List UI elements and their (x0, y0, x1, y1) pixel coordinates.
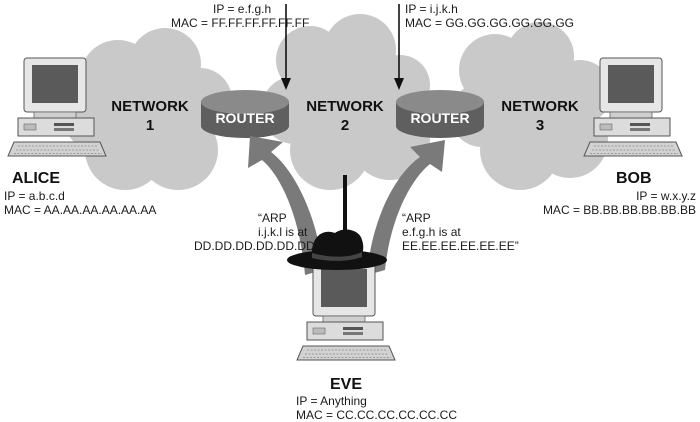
eve-ip: IP = Anything (296, 394, 367, 408)
arp-left-line1: “ARP (258, 211, 287, 225)
network-1-label: NETWORK (111, 98, 189, 115)
router-1: ROUTER (201, 90, 289, 138)
alice-mac: MAC = AA.AA.AA.AA.AA.AA (4, 203, 156, 217)
router-1-mac: MAC = FF.FF.FF.FF.FF.FF (171, 16, 309, 30)
arp-right-line2: e.f.g.h is at (402, 225, 461, 239)
eve-mac: MAC = CC.CC.CC.CC.CC.CC (296, 408, 457, 422)
router-1-label: ROUTER (215, 110, 274, 126)
network-3-label: NETWORK (501, 98, 579, 115)
network-2-label: NETWORK (306, 98, 384, 115)
bob-name: BOB (616, 170, 652, 187)
router-2-ip: IP = i.j.k.h (405, 2, 458, 16)
arp-left-line3: DD.DD.DD.DD.DD.DD” (194, 239, 319, 253)
router-1-pointer-arrow (281, 4, 291, 90)
router-1-ip: IP = e.f.g.h (213, 2, 271, 16)
network-1-number: 1 (146, 117, 154, 134)
bob-mac: MAC = BB.BB.BB.BB.BB.BB (543, 203, 696, 217)
arp-arrow-left (248, 136, 323, 275)
arp-left-line2: i.j.k.l is at (258, 225, 308, 239)
network-3-number: 3 (536, 117, 544, 134)
alice-ip: IP = a.b.c.d (4, 189, 65, 203)
bob-ip: IP = w.x.y.z (636, 189, 696, 203)
eve-name: EVE (330, 376, 362, 393)
black-hat-icon (287, 229, 387, 270)
router-2-pointer-arrow (394, 4, 404, 90)
arp-arrow-right (367, 140, 445, 275)
network-cloud-1 (64, 28, 232, 190)
network-2-number: 2 (341, 117, 349, 134)
router-2-label: ROUTER (410, 110, 469, 126)
arp-right-line3: EE.EE.EE.EE.EE.EE” (402, 239, 519, 253)
eve-computer-icon (296, 261, 396, 361)
network-cloud-3 (450, 22, 612, 190)
router-2-mac: MAC = GG.GG.GG.GG.GG.GG (405, 16, 574, 30)
router-2: ROUTER (396, 90, 484, 138)
arp-right-line1: “ARP (402, 211, 431, 225)
alice-name: ALICE (12, 170, 60, 187)
